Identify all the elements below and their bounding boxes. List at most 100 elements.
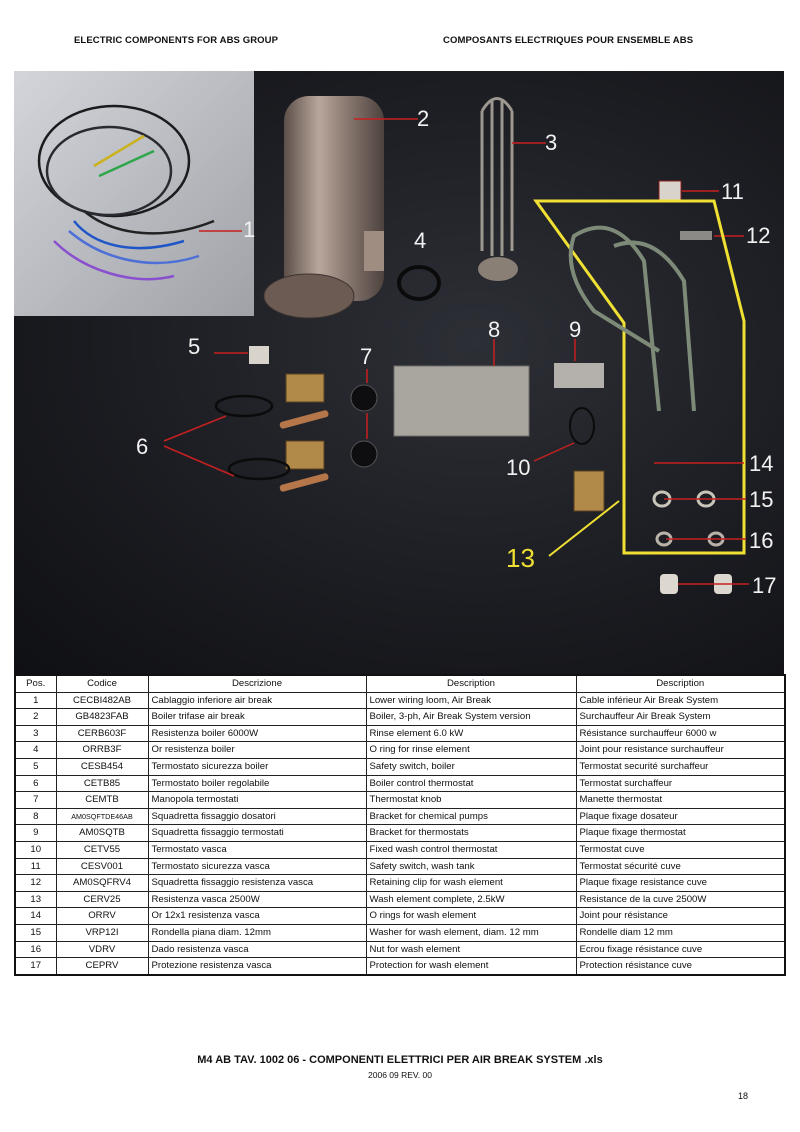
cell-desc-en: Rinse element 6.0 kW xyxy=(365,724,577,743)
thermostat-knob-graphic xyxy=(350,384,378,412)
components-photo: 1 2 4 3 11 12 xyxy=(14,71,784,674)
wash-thermostat-graphic xyxy=(569,407,605,512)
cell-desc-en: Bracket for thermostats xyxy=(365,824,577,842)
cell-desc-it: Dado resistenza vasca xyxy=(147,940,367,959)
cell-pos: 12 xyxy=(14,874,57,892)
cell-pos: 15 xyxy=(14,923,57,942)
cell-desc-it: Termostato sicurezza vasca xyxy=(147,857,367,876)
cell-pos: 9 xyxy=(14,824,57,842)
cell-desc-fr: Termostat sécurité cuve xyxy=(575,857,786,876)
cell-desc-en: Bracket for chemical pumps xyxy=(365,807,577,826)
cell-desc-fr: Joint pour résistance xyxy=(575,907,786,925)
parts-table: Pos. Codice Descrizione Description Desc… xyxy=(14,674,786,976)
safety-switch-boiler-graphic xyxy=(249,346,269,364)
cell-desc-en: O ring for rinse element xyxy=(365,741,577,759)
cell-pos: 6 xyxy=(14,774,57,793)
callout-12: 12 xyxy=(746,223,770,248)
callout-11: 11 xyxy=(721,179,744,204)
cell-code: AM0SQFTDE46AB xyxy=(55,807,149,826)
cell-code: GB4823FAB xyxy=(55,708,149,726)
cell-pos: 10 xyxy=(14,840,57,859)
callout-9: 9 xyxy=(569,317,581,342)
cell-desc-fr: Protection résistance cuve xyxy=(575,957,786,976)
callout-17: 17 xyxy=(752,573,776,598)
cell-desc-fr: Plaque fixage dosateur xyxy=(575,807,786,826)
cell-code: CESB454 xyxy=(55,757,149,776)
cell-pos: 7 xyxy=(14,791,57,809)
cell-desc-en: Wash element complete, 2.5kW xyxy=(365,890,577,909)
cell-pos: 1 xyxy=(14,691,57,710)
cell-desc-it: Or 12x1 resistenza vasca xyxy=(147,907,367,925)
header-right: COMPOSANTS ELECTRIQUES POUR ENSEMBLE ABS xyxy=(443,35,694,46)
cell-desc-fr: Plaque fixage thermostat xyxy=(575,824,786,842)
cell-pos: 8 xyxy=(14,807,57,826)
cell-desc-it: Protezione resistenza vasca xyxy=(147,957,367,976)
cell-desc-en: Lower wiring loom, Air Break xyxy=(365,691,577,710)
cell-pos: 5 xyxy=(14,757,57,776)
callout-13: 13 xyxy=(506,543,535,573)
thermostat-bracket-graphic xyxy=(554,363,604,388)
cell-desc-fr: Rondelle diam 12 mm xyxy=(575,923,786,942)
cell-desc-en: Safety switch, boiler xyxy=(365,757,577,776)
chemical-pump-bracket-graphic xyxy=(393,365,530,437)
cell-desc-en: Fixed wash control thermostat xyxy=(365,840,577,859)
col-code-header: Codice xyxy=(55,674,149,693)
cell-code: CEMTB xyxy=(55,791,149,809)
cell-pos: 4 xyxy=(14,741,57,759)
cell-desc-it: Boiler trifase air break xyxy=(147,708,367,726)
page-number: 18 xyxy=(738,1091,749,1101)
cell-desc-it: Or resistenza boiler xyxy=(147,741,367,759)
callout-3: 3 xyxy=(545,130,557,155)
cell-desc-it: Termostato boiler regolabile xyxy=(147,774,367,793)
rinse-element-graphic xyxy=(480,97,514,256)
cell-code: CERV25 xyxy=(55,890,149,909)
cell-code: CEPRV xyxy=(55,957,149,976)
cell-desc-it: Termostato sicurezza boiler xyxy=(147,757,367,776)
cell-desc-fr: Termostat securité surchaffeur xyxy=(575,757,786,776)
cell-pos: 16 xyxy=(14,940,57,959)
cell-code: CETV55 xyxy=(55,840,149,859)
callout-10: 10 xyxy=(506,455,530,480)
wiring-loom-graphic xyxy=(37,104,215,281)
cell-pos: 17 xyxy=(14,957,57,976)
footer-revision: 2006 09 REV. 00 xyxy=(368,1070,432,1080)
cell-desc-it: Manopola termostati xyxy=(147,791,367,809)
cell-pos: 3 xyxy=(14,724,57,743)
callout-15: 15 xyxy=(749,487,773,512)
cell-desc-it: Cablaggio inferiore air break xyxy=(147,691,367,710)
cell-desc-fr: Termostat cuve xyxy=(575,840,786,859)
cell-pos: 2 xyxy=(14,708,57,726)
cell-desc-fr: Joint pour resistance surchauffeur xyxy=(575,741,786,759)
cell-desc-it: Squadretta fissaggio resistenza vasca xyxy=(147,874,367,892)
safety-switch-tank-graphic xyxy=(658,180,682,202)
col-it-header: Descrizione xyxy=(147,674,367,693)
boiler-graphic xyxy=(263,96,384,319)
cell-code: AM0SQTB xyxy=(55,824,149,842)
cell-desc-en: Safety switch, wash tank xyxy=(365,857,577,876)
cell-pos: 14 xyxy=(14,907,57,925)
o-ring-graphic xyxy=(397,265,441,301)
cell-desc-it: Rondella piana diam. 12mm xyxy=(147,923,367,942)
cell-desc-en: Nut for wash element xyxy=(365,940,577,959)
cell-pos: 11 xyxy=(14,857,57,876)
cell-desc-en: Boiler, 3-ph, Air Break System version xyxy=(365,708,577,726)
header-left: ELECTRIC COMPONENTS FOR ABS GROUP xyxy=(74,35,279,46)
col-en-header: Description xyxy=(365,674,577,693)
cell-desc-en: O rings for wash element xyxy=(365,907,577,925)
wash-element-graphic xyxy=(568,225,696,412)
cell-desc-it: Resistenza boiler 6000W xyxy=(147,724,367,743)
cell-code: ORRV xyxy=(55,907,149,925)
